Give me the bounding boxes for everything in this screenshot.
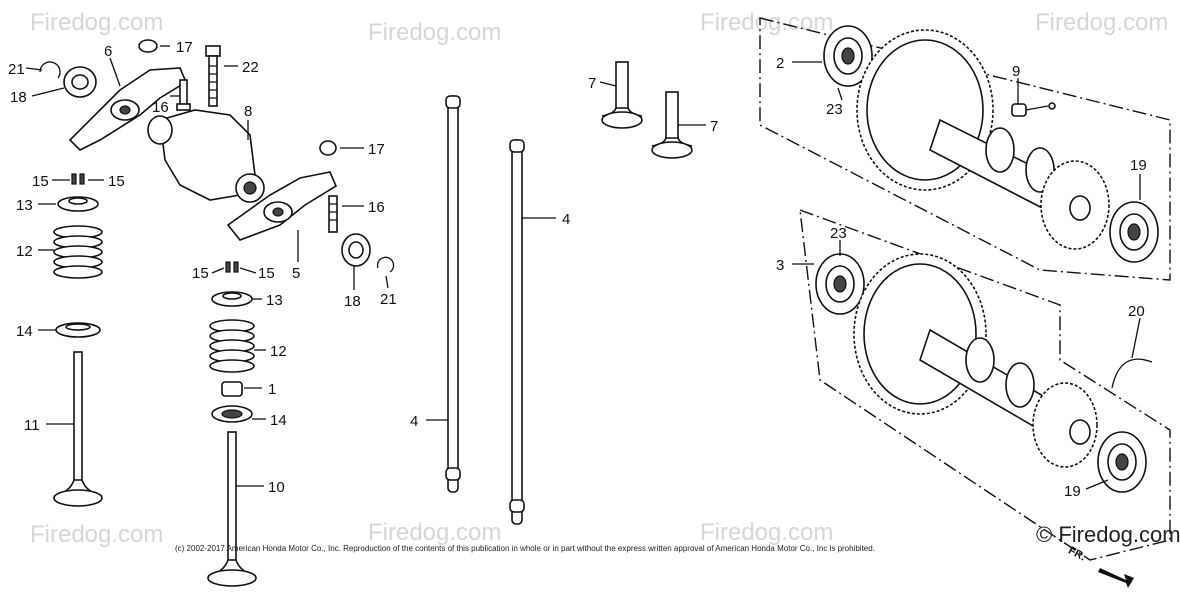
- watermark: Firedog.com: [700, 519, 833, 546]
- callout-1: 1: [268, 381, 276, 398]
- callout-6: 6: [104, 43, 112, 60]
- callout-10: 10: [268, 479, 285, 496]
- bearing-19-upper: [1109, 201, 1159, 263]
- callout-14: 14: [270, 412, 287, 429]
- push-rod-4-right: [509, 139, 525, 525]
- seat-14-left: [55, 322, 101, 338]
- callout-18: 18: [10, 89, 27, 106]
- washer-18-upper: [63, 66, 97, 98]
- valve-11: [53, 351, 103, 507]
- watermark: Firedog.com: [368, 519, 501, 546]
- screw-16-lower: [328, 195, 338, 233]
- spring-12-left: [53, 225, 103, 279]
- callout-19: 19: [1130, 157, 1147, 174]
- callout-21: 21: [8, 61, 25, 78]
- cotters-15-center: [225, 261, 239, 273]
- callout-18: 18: [344, 293, 361, 310]
- callout-4: 4: [562, 211, 570, 228]
- watermark: Firedog.com: [368, 19, 501, 46]
- bearing-23-lower: [815, 253, 865, 315]
- nut-17-lower: [319, 140, 337, 156]
- callout-15: 15: [258, 265, 275, 282]
- callout-2: 2: [776, 55, 784, 72]
- callout-17: 17: [368, 141, 385, 158]
- copyright-notice: (c) 2002-2017 American Honda Motor Co., …: [175, 544, 875, 553]
- callout-23: 23: [830, 225, 847, 242]
- bearing-23-upper: [823, 25, 873, 87]
- callout-5: 5: [292, 265, 300, 282]
- watermark: Firedog.com: [30, 9, 163, 36]
- washer-18-lower: [341, 233, 371, 267]
- retainer-13-left: [57, 196, 99, 212]
- watermark: Firedog.com: [1035, 9, 1168, 36]
- callout-17: 17: [176, 39, 193, 56]
- rocker-shaft-holder-8: [147, 109, 265, 203]
- rocker-arm-upper: [68, 67, 188, 151]
- callout-13: 13: [266, 292, 283, 309]
- callouts: 21 6 17 22 18 16 8 17 15 15 16 13 12 5 1…: [8, 39, 1147, 500]
- bolt-22: [205, 45, 221, 107]
- spring-12-center: [209, 319, 255, 373]
- clip-20: [1111, 358, 1153, 389]
- watermark: Firedog.com: [700, 9, 833, 36]
- callout-23: 23: [826, 101, 843, 118]
- cotters-15-left: [71, 173, 85, 185]
- seal-14-center: [211, 405, 253, 423]
- watermark: Firedog.com: [30, 521, 163, 548]
- brand-logo: © Firedog.com: [1036, 522, 1180, 547]
- screw-16-upper: [176, 79, 191, 111]
- callout-12: 12: [270, 343, 287, 360]
- direction-arrow-icon: [1098, 568, 1134, 588]
- circlip-21-upper: [39, 61, 61, 79]
- cap-1: [221, 381, 243, 397]
- callout-12: 12: [16, 243, 33, 260]
- valve-10: [207, 431, 257, 587]
- callout-7: 7: [710, 118, 718, 135]
- callout-11: 11: [24, 417, 40, 434]
- callout-14: 14: [16, 323, 33, 340]
- callout-15: 15: [32, 173, 49, 190]
- callout-7: 7: [588, 75, 596, 92]
- callout-21: 21: [380, 291, 397, 308]
- callout-19: 19: [1064, 483, 1081, 500]
- callout-15: 15: [192, 265, 209, 282]
- circlip-21-lower: [376, 256, 395, 273]
- callout-4: 4: [410, 413, 418, 430]
- callout-20: 20: [1128, 303, 1145, 320]
- nut-17-upper: [138, 39, 158, 53]
- bearing-19-lower: [1097, 431, 1147, 493]
- camshaft-box-3: [799, 208, 1171, 561]
- callout-22: 22: [242, 59, 259, 76]
- watermarks: Firedog.com Firedog.com Firedog.com Fire…: [30, 9, 1168, 548]
- gear-lower: [853, 253, 987, 415]
- callout-8: 8: [244, 103, 252, 120]
- retainer-13-center: [211, 291, 253, 307]
- callout-15: 15: [108, 173, 125, 190]
- callout-9: 9: [1012, 63, 1020, 80]
- push-rod-4-left: [445, 95, 461, 493]
- callout-3: 3: [776, 257, 784, 274]
- leader-lines: [25, 45, 1141, 490]
- rocker-arm-lower: [226, 171, 338, 241]
- callout-13: 13: [16, 197, 33, 214]
- gear-small-lower: [1032, 382, 1098, 468]
- tappet-7-upper: [601, 61, 643, 129]
- callout-16: 16: [368, 199, 385, 216]
- spring-9: [1011, 102, 1056, 117]
- tappet-7-lower: [651, 91, 693, 159]
- callout-16: 16: [152, 99, 169, 116]
- gear-small-upper: [1040, 160, 1110, 250]
